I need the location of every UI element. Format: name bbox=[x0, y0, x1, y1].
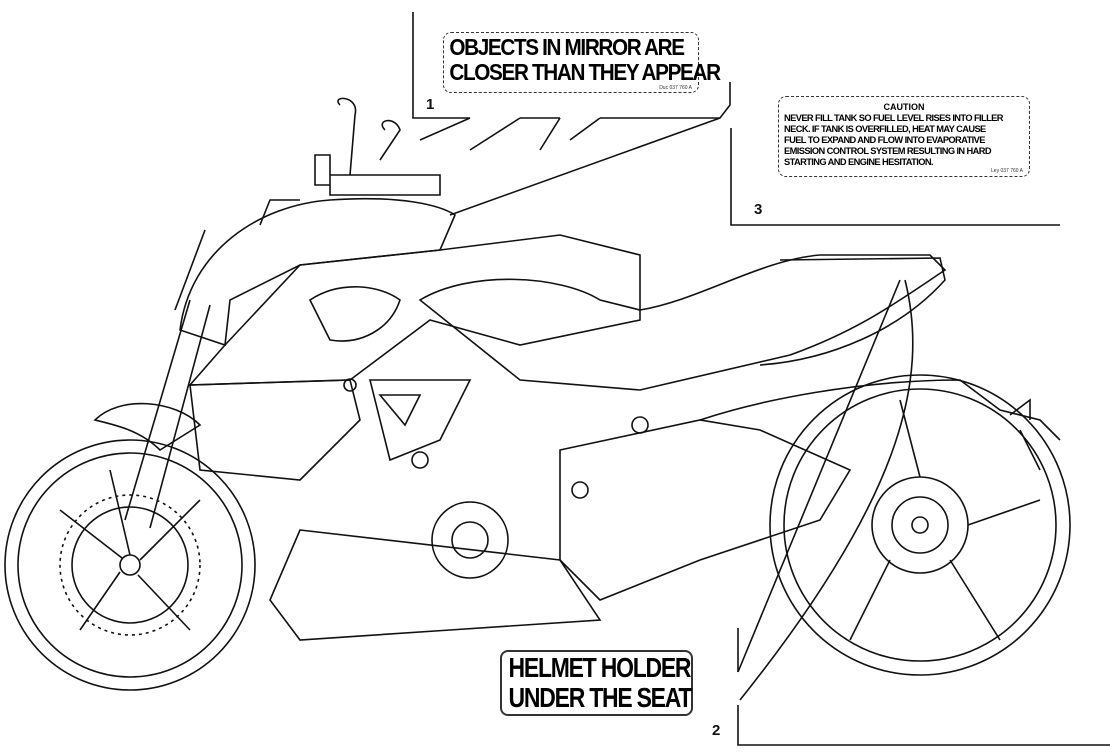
decal-code: Duc 037 760 A bbox=[659, 84, 692, 91]
decal-line: FUEL TO EXPAND AND FLOW INTO EVAPORATIVE bbox=[784, 135, 985, 145]
decal-helmet-holder: HELMET HOLDER UNDER THE SEAT bbox=[500, 650, 693, 716]
callout-leader-1 bbox=[419, 117, 721, 216]
decal-code: Ley 037 760 A bbox=[991, 168, 1023, 174]
front-fender bbox=[93, 402, 202, 452]
rear-wheel bbox=[769, 374, 1071, 676]
front-wheel bbox=[4, 439, 256, 691]
decal-line: HELMET HOLDER bbox=[508, 652, 692, 683]
decal-heading: CAUTION bbox=[883, 102, 925, 112]
front-fork bbox=[124, 229, 211, 529]
callout-number-2: 2 bbox=[712, 722, 721, 739]
decal-mirror-warning: OBJECTS IN MIRROR ARE CLOSER THAN THEY A… bbox=[443, 32, 721, 93]
decal-line: UNDER THE SEAT bbox=[508, 682, 693, 714]
decal-line: STARTING AND ENGINE HESITATION. bbox=[784, 157, 934, 167]
decal-fuel-caution: CAUTION NEVER FILL TANK SO FUEL LEVEL RI… bbox=[778, 96, 1030, 177]
callout-bracket-2 bbox=[737, 628, 1110, 746]
decal-line: NECK. IF TANK IS OVERFILLED, HEAT MAY CA… bbox=[784, 124, 986, 134]
callout-number-1: 1 bbox=[426, 96, 435, 113]
decal-line: CLOSER THAN THEY APPEAR bbox=[449, 58, 721, 85]
callout-number-3: 3 bbox=[754, 201, 763, 218]
decal-line: EMISSION CONTROL SYSTEM RESULTING IN HAR… bbox=[784, 146, 992, 156]
callout-bracket-3 bbox=[730, 128, 1060, 226]
decal-line: OBJECTS IN MIRROR ARE bbox=[449, 34, 685, 60]
callout-bracket-1 bbox=[412, 12, 731, 119]
handlebar-mirror bbox=[259, 97, 441, 226]
decal-line: NEVER FILL TANK SO FUEL LEVEL RISES INTO… bbox=[784, 113, 1003, 123]
bike-body bbox=[179, 197, 1061, 641]
callout-leader-2 bbox=[737, 279, 914, 701]
